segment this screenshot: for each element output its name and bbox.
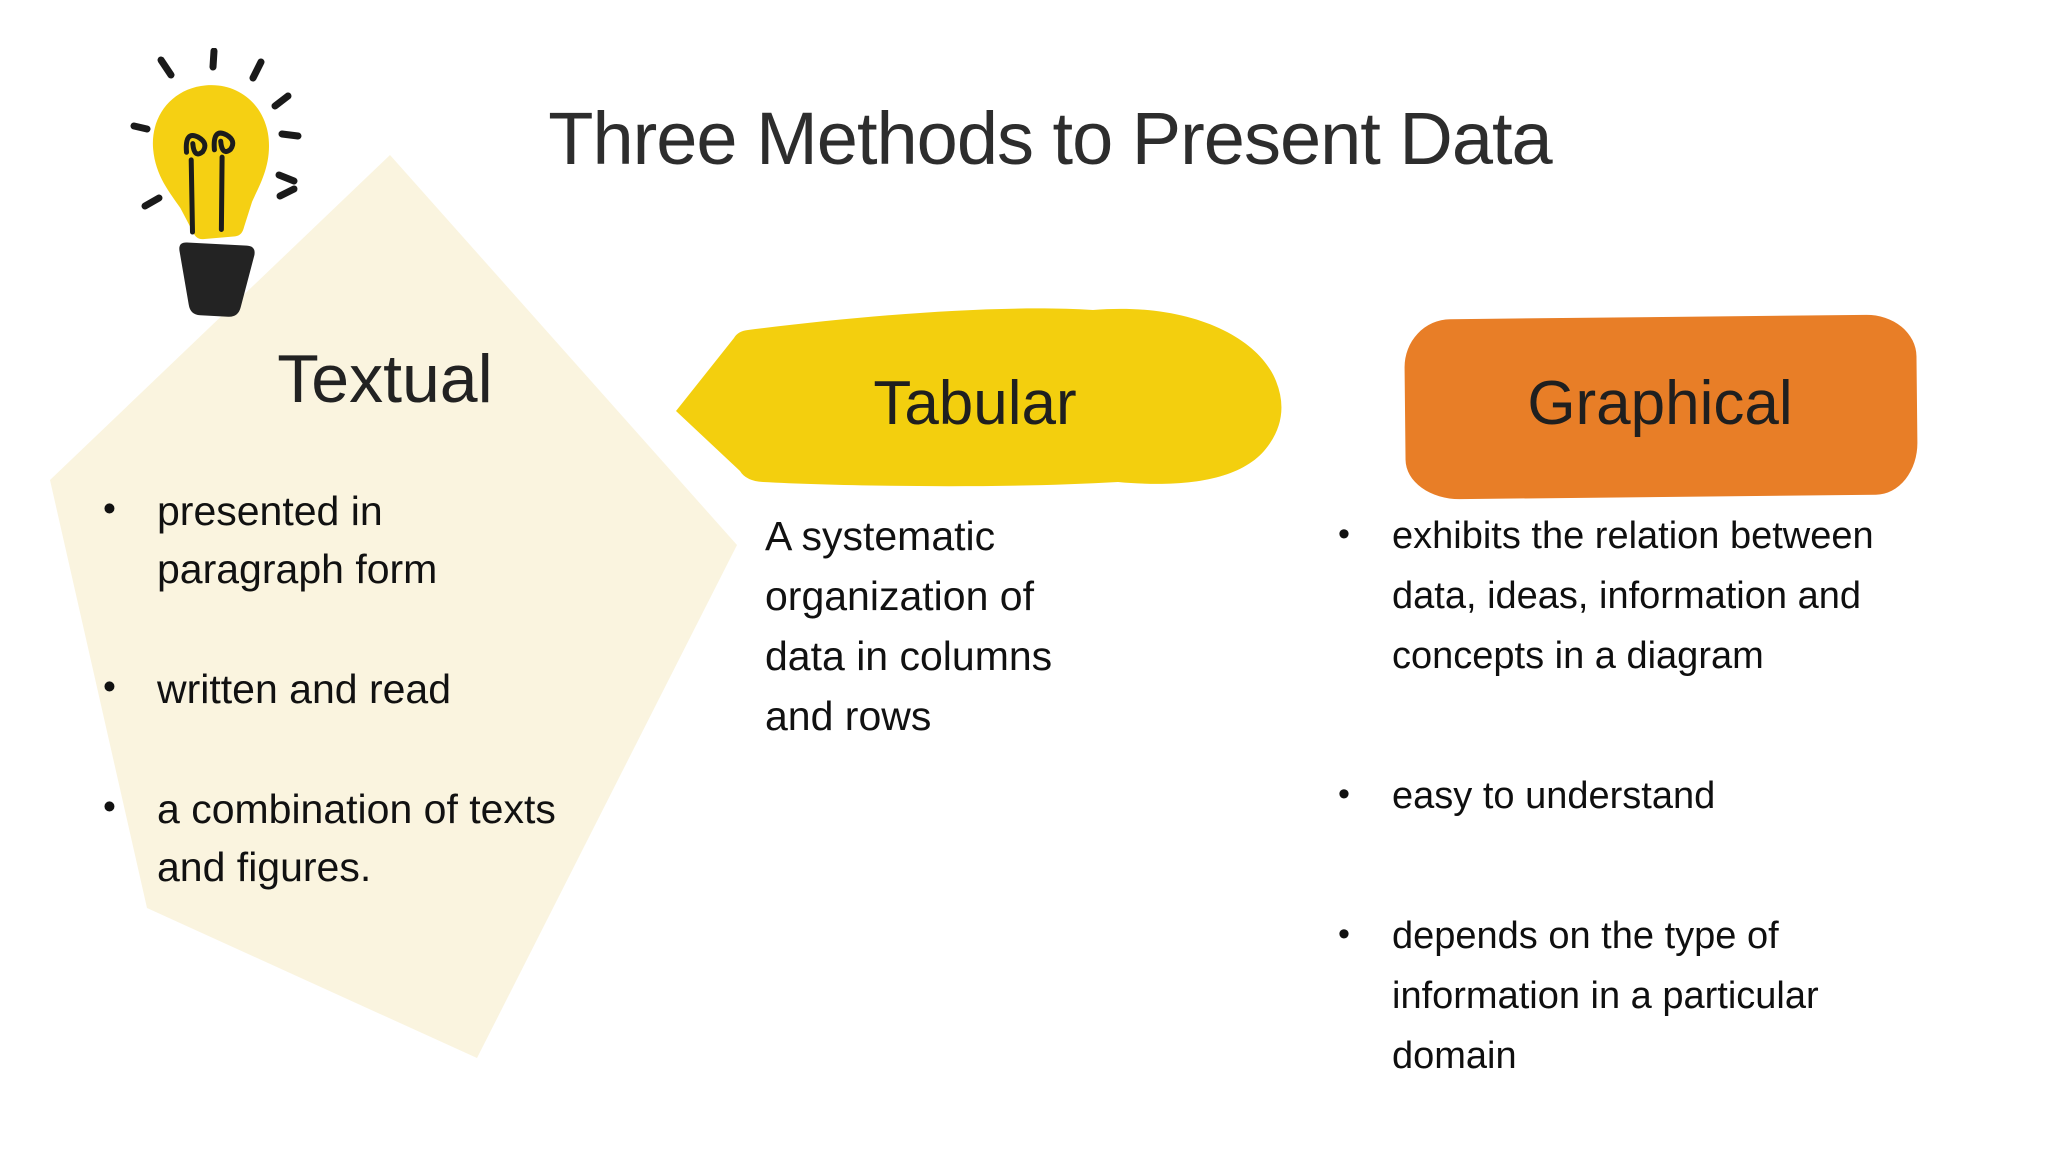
bulb-base: [179, 242, 255, 317]
graphical-bullet: exhibits the relation between data, idea…: [1330, 504, 1895, 686]
textual-heading: Textual: [277, 341, 493, 417]
graphical-bullet: easy to understand: [1330, 764, 1895, 826]
textual-bullet: presented in paragraph form: [95, 480, 565, 598]
filament: [183, 130, 236, 235]
ray-lines: [130, 48, 302, 210]
graphical-heading: Graphical: [1527, 369, 1793, 438]
tabular-heading: Tabular: [873, 369, 1077, 438]
graphical-bullet-list: exhibits the relation between data, idea…: [1330, 504, 1895, 1152]
tabular-description: A systematic organization of data in col…: [765, 513, 1053, 739]
bulb-shape: [152, 85, 269, 240]
lightbulb-idea-icon: [130, 48, 302, 317]
textual-bullet: a combination of texts and figures.: [95, 778, 565, 896]
textual-bullet: written and read: [95, 658, 565, 718]
tabular-banner-shape: [676, 308, 1282, 487]
page-title: Three Methods to Present Data: [548, 97, 1552, 180]
graphical-bullet: depends on the type of information in a …: [1330, 904, 1895, 1086]
textual-bullet-list: presented in paragraph form written and …: [95, 480, 565, 958]
